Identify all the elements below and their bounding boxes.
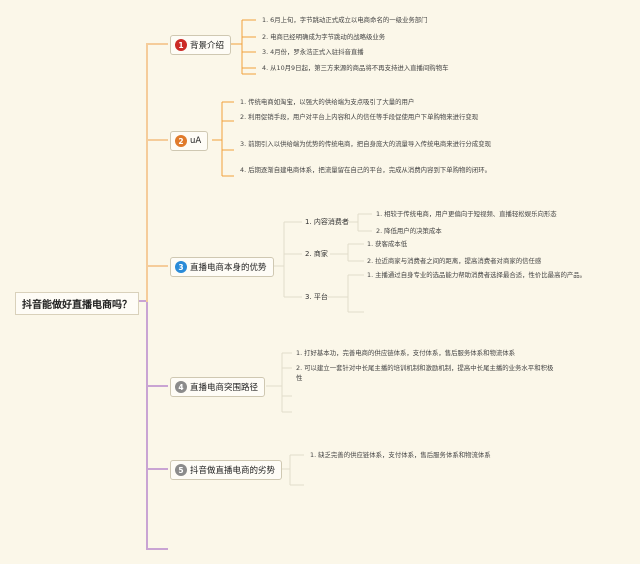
branch-label: 背景介绍 bbox=[190, 41, 225, 51]
number-badge-2: 2 bbox=[175, 135, 187, 147]
branch-label: 抖音做直播电商的劣势 bbox=[190, 466, 276, 476]
leaf-item[interactable]: 2. 可以建立一套针对中长尾主播的培训机制和激励机制，提高中长尾主播的业务水平和… bbox=[296, 364, 554, 382]
number-badge-5: 5 bbox=[175, 464, 187, 476]
branch-label: uA bbox=[190, 136, 202, 146]
leaf-item[interactable]: 1. 6月上旬，字节跳动正式成立以电商命名的一级业务部门 bbox=[262, 16, 428, 24]
branch-label: 直播电商本身的优势 bbox=[190, 263, 267, 273]
leaf-item[interactable]: 2. 降低用户的决策成本 bbox=[376, 227, 442, 235]
branch-breakthrough-path[interactable]: 4 直播电商突围路径 bbox=[170, 377, 266, 397]
leaf-item[interactable]: 1. 缺乏完善的供应链体系，支付体系，售后服务体系和物流体系 bbox=[310, 451, 491, 459]
branch-background[interactable]: 1 背景介绍 bbox=[170, 35, 232, 55]
leaf-item[interactable]: 2. 拉近商家与消费者之间的距离，提高消费者对商家的信任感 bbox=[367, 257, 542, 265]
leaf-item[interactable]: 1. 打好基本功，完善电商的供应链体系，支付体系，售后服务体系和物流体系 bbox=[296, 349, 516, 357]
branch-label: 直播电商突围路径 bbox=[190, 383, 259, 393]
sub-topic-merchants[interactable]: 2. 商家 bbox=[305, 250, 328, 258]
branch-advantages[interactable]: 3 直播电商本身的优势 bbox=[170, 257, 274, 277]
branch-ua[interactable]: 2 uA bbox=[170, 131, 209, 151]
leaf-item[interactable]: 1. 传统电商如淘宝，以强大的供给端为支点吸引了大量的用户 bbox=[240, 98, 415, 106]
leaf-item[interactable]: 4. 从10月9日起，第三方来源的商品将不再支持进入直播间购物车 bbox=[262, 64, 449, 72]
leaf-item[interactable]: 2. 电商已经明确成为字节跳动的战略级业务 bbox=[262, 33, 386, 41]
sub-topic-platform[interactable]: 3. 平台 bbox=[305, 293, 328, 301]
branch-disadvantages[interactable]: 5 抖音做直播电商的劣势 bbox=[170, 460, 283, 480]
number-badge-3: 3 bbox=[175, 261, 187, 273]
leaf-item[interactable]: 1. 相较于传统电商，用户更偏向于短视频、直播轻松娱乐向形态 bbox=[376, 210, 557, 218]
leaf-item[interactable]: 3. 前期引入以供给端为优势的传统电商，把自身庞大的流量导入传统电商来进行分成变… bbox=[240, 140, 491, 148]
leaf-item[interactable]: 1. 获客成本低 bbox=[367, 240, 408, 248]
leaf-item[interactable]: 2. 利用促销手段，用户对平台上内容和人的信任等手段促使用户下单购物来进行变现 bbox=[240, 113, 479, 121]
leaf-item[interactable]: 3. 4月份，罗永浩正式入驻抖音直播 bbox=[262, 48, 364, 56]
leaf-item[interactable]: 4. 后期逐渐自建电商体系，把流量留在自己的平台，完成从消费内容到下单购物的闭环… bbox=[240, 166, 491, 174]
leaf-item[interactable]: 1. 主播通过自身专业的选品能力帮助消费者选择最合适，性价比最高的产品。 bbox=[367, 271, 587, 279]
number-badge-4: 4 bbox=[175, 381, 187, 393]
sub-topic-consumers[interactable]: 1. 内容消费者 bbox=[305, 218, 349, 226]
root-topic[interactable]: 抖音能做好直播电商吗？ bbox=[15, 292, 139, 315]
number-badge-1: 1 bbox=[175, 39, 187, 51]
